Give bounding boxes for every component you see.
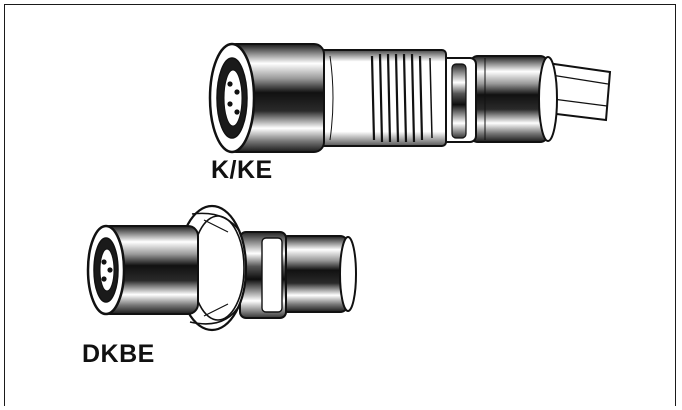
dkbe-rear-body	[279, 235, 357, 313]
k-ke-threaded-body	[319, 49, 447, 147]
dkbe-label: DKBE	[82, 340, 155, 368]
k-ke-connector	[208, 42, 612, 154]
k-ke-rear-nut	[469, 55, 558, 143]
k-ke-label: K/KE	[211, 156, 273, 184]
dkbe-connector	[86, 204, 357, 332]
k-ke-face	[208, 42, 256, 154]
dkbe-face	[86, 224, 126, 316]
dkbe-mid-cylinder	[239, 231, 287, 319]
